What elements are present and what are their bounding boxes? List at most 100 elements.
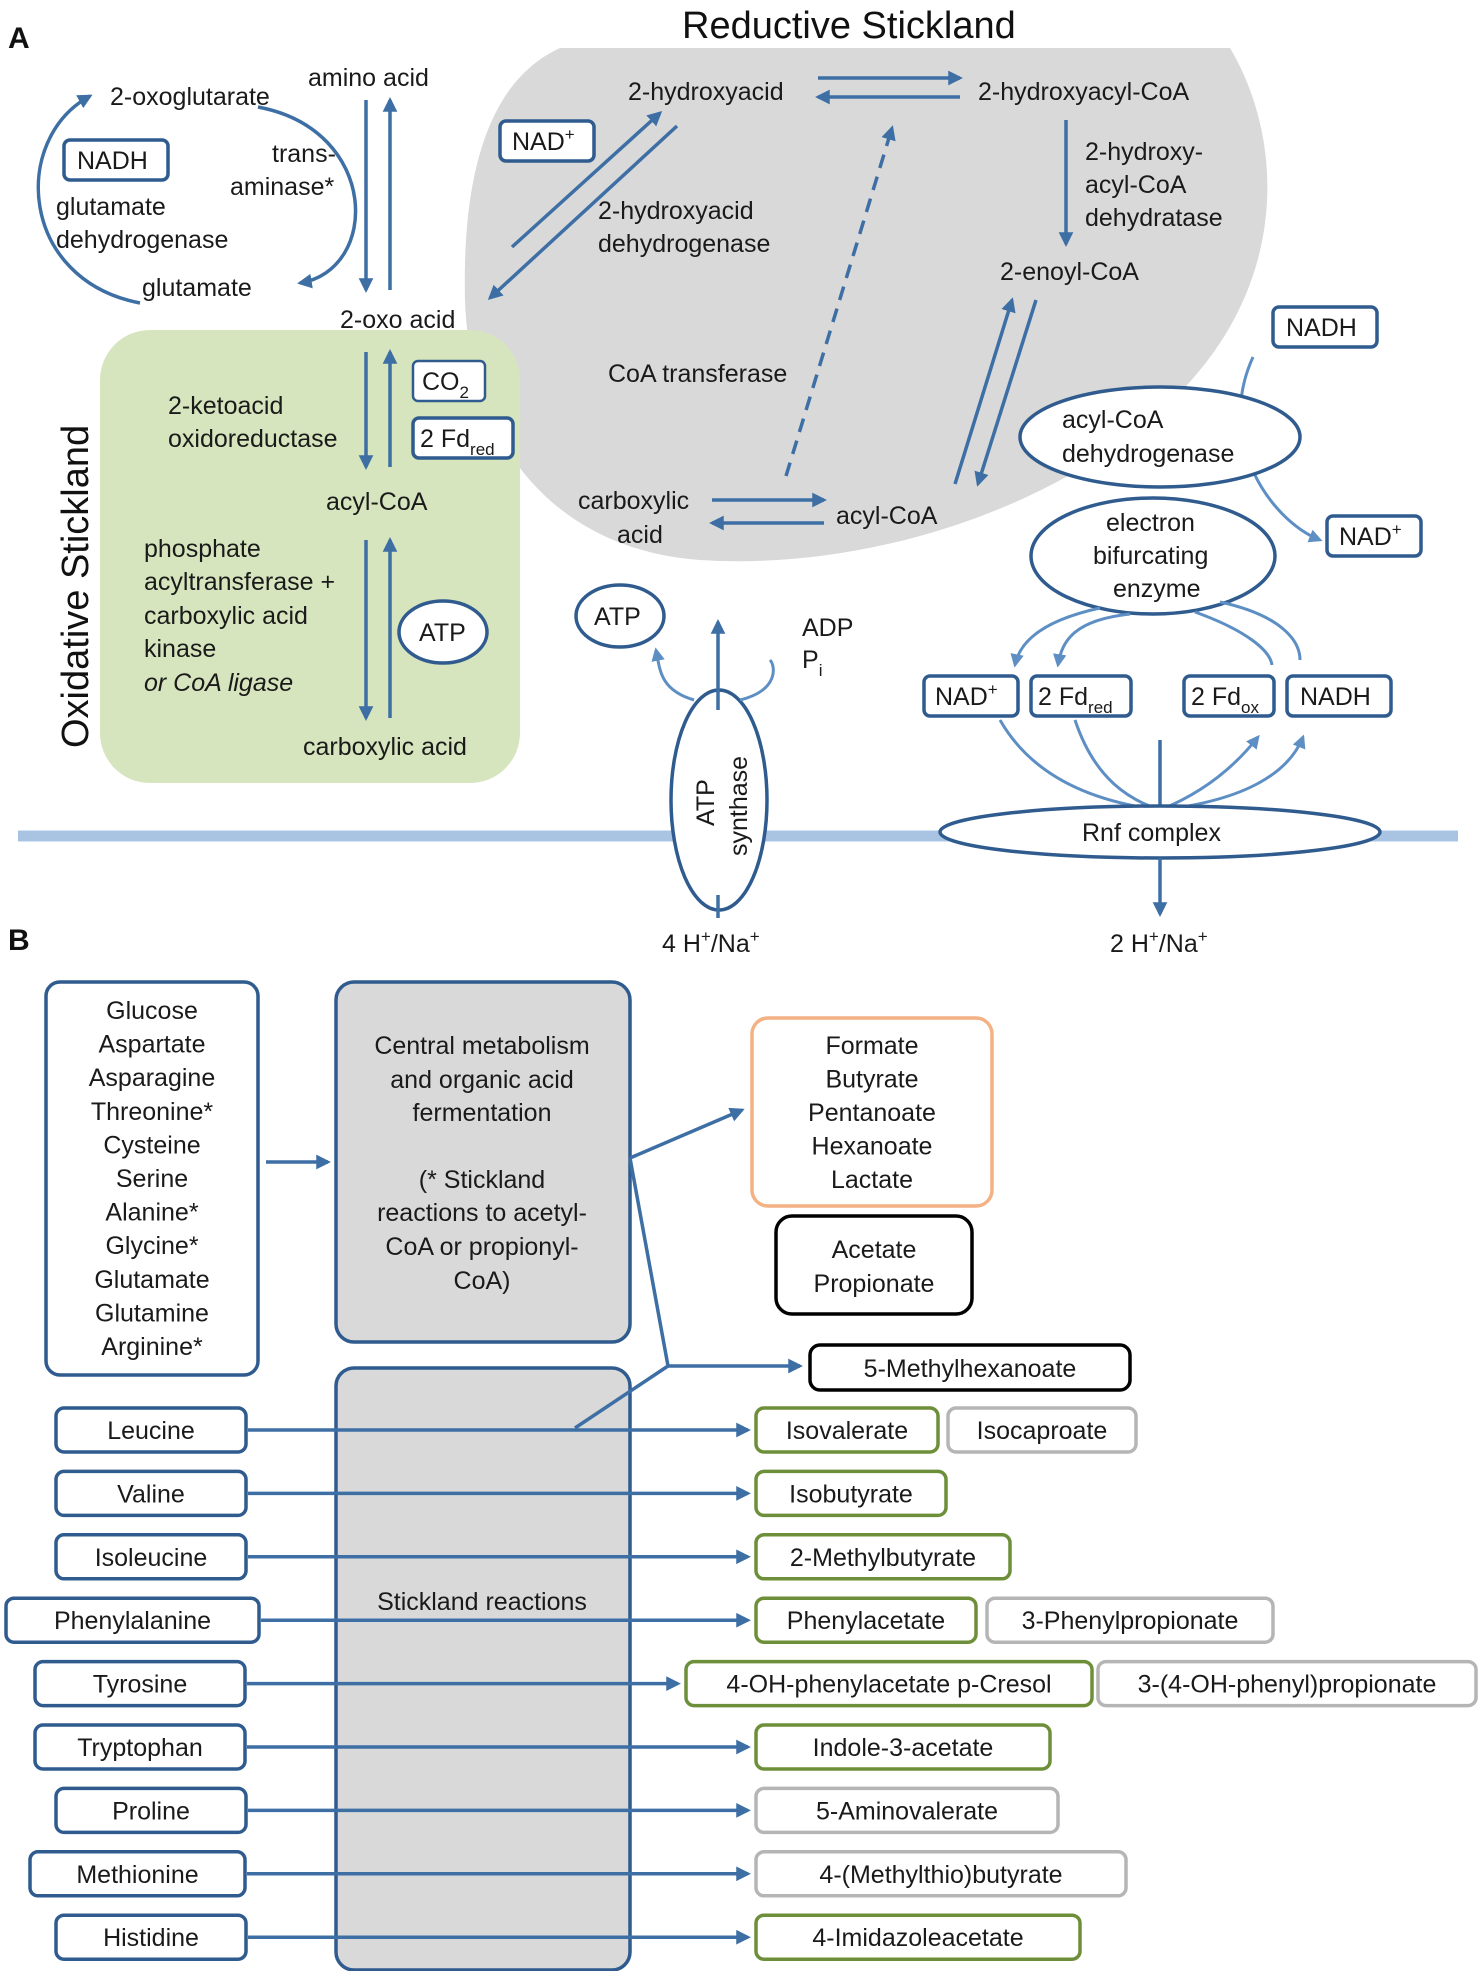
two-oxoglutarate-label: 2-oxoglutarate xyxy=(110,83,270,111)
arrow-leucine-to-methylhexanoate xyxy=(574,1364,669,1430)
pta-label-3: carboxylic acid xyxy=(144,602,308,630)
atp-synthase-label-2: synthase xyxy=(725,756,753,856)
substrate-item: Glycine* xyxy=(105,1232,198,1260)
arrow-acylcoa-to-enoylcoa xyxy=(953,297,1016,485)
amino-acid-box xyxy=(54,1469,248,1518)
central-label-6: CoA or propionyl- xyxy=(385,1233,578,1261)
dehydratase-label-3: dehydratase xyxy=(1085,204,1223,232)
nadh-box-bottom xyxy=(1285,674,1393,718)
pta-label-1: phosphate xyxy=(144,535,261,563)
gray-product-label: 4-(Methylthio)butyrate xyxy=(819,1861,1062,1889)
atp-oxidative xyxy=(397,599,489,665)
amino-acid-label: Tryptophan xyxy=(77,1734,203,1762)
amino-acid-label: Histidine xyxy=(103,1924,199,1952)
amino-acid-label: Valine xyxy=(117,1480,185,1508)
green-product-label: Isobutyrate xyxy=(789,1480,913,1508)
gray-product-box xyxy=(985,1596,1275,1644)
arrow-ebe-to-fdred xyxy=(1053,612,1131,668)
central-label-2: and organic acid xyxy=(390,1066,573,1094)
arrow-coa-transferase xyxy=(784,125,896,477)
arrow-oxoacid-to-hydroxyacid xyxy=(510,111,663,249)
adp-label: ADP xyxy=(802,614,853,642)
ketoacid-or-label-1: 2-ketoacid xyxy=(168,392,283,420)
nadh-bottom-label: NADH xyxy=(1300,683,1371,711)
substrate-item: Asparagine xyxy=(89,1064,215,1092)
arrow-fdred-to-rnf xyxy=(1073,719,1161,812)
amino-acid-box xyxy=(28,1850,247,1898)
gray-product-box xyxy=(754,1786,1060,1835)
nad-box-right xyxy=(1325,514,1423,558)
green-product-label: 2-Methylbutyrate xyxy=(790,1544,976,1572)
oxidative-stickland-title: Oxidative Stickland xyxy=(55,425,97,748)
green-product-label: 4-OH-phenylacetate p-Cresol xyxy=(726,1671,1051,1699)
substrate-item: Glutamate xyxy=(94,1266,209,1294)
hydroxyacyl-coa-label: 2-hydroxyacyl-CoA xyxy=(978,78,1190,106)
substrate-item: Arginine* xyxy=(101,1333,203,1361)
amino-acid-label: Phenylalanine xyxy=(54,1607,211,1635)
acyl-coa-dh-enzyme xyxy=(1018,385,1302,489)
co2-label: CO2 xyxy=(422,368,469,402)
orange-product-item: Pentanoate xyxy=(808,1099,936,1127)
amino-acid-row: Tryptophan Indole-3-acetate xyxy=(33,1723,1052,1771)
nad-right-label: NAD+ xyxy=(1339,520,1402,551)
ebe-label-2: bifurcating xyxy=(1093,542,1208,570)
amino-acid-label: amino acid xyxy=(308,64,429,92)
amino-acid-row: Valine Isobutyrate xyxy=(54,1469,948,1518)
acyl-coa-reductive-label: acyl-CoA xyxy=(836,502,938,530)
panel-a-letter: A xyxy=(8,22,30,55)
dehydratase-label-1: 2-hydroxy- xyxy=(1085,138,1203,166)
amino-acid-label: Methionine xyxy=(76,1861,198,1889)
pi-label: Pi xyxy=(802,646,822,680)
arrow-fdox-to-ebe xyxy=(1194,610,1274,666)
substrate-item: Glutamine xyxy=(95,1299,209,1327)
panel-b-letter: B xyxy=(8,924,30,957)
gray-product-box xyxy=(754,1850,1128,1898)
carboxylic-acid-oxidative-label: carboxylic acid xyxy=(303,733,467,761)
green-product-label: Phenylacetate xyxy=(787,1607,945,1635)
substrate-item: Alanine* xyxy=(105,1199,198,1227)
two-oxo-acid-label: 2-oxo acid xyxy=(340,306,455,334)
nad-box-top xyxy=(498,119,596,163)
glutamate-dh-label-1: glutamate xyxy=(56,193,166,221)
pta-label-4: kinase xyxy=(144,635,216,663)
black-products-box xyxy=(774,1214,974,1316)
amino-acid-box xyxy=(54,1406,248,1454)
acyl-coa-dh-label-2: dehydrogenase xyxy=(1062,440,1234,468)
central-label-5: reactions to acetyl- xyxy=(377,1199,587,1227)
gray-product-label: 3-Phenylpropionate xyxy=(1022,1607,1239,1635)
amino-acid-box xyxy=(54,1786,248,1835)
amino-acid-label: Isoleucine xyxy=(95,1544,208,1572)
rnf-label: Rnf complex xyxy=(1082,819,1221,847)
nadh-box-cycle xyxy=(62,138,170,182)
acyl-coa-oxidative-label: acyl-CoA xyxy=(326,488,428,516)
substrate-list: GlucoseAspartateAsparagineThreonine*Cyst… xyxy=(89,997,215,1361)
amino-acid-box xyxy=(4,1596,261,1644)
pta-label-5: or CoA ligase xyxy=(144,669,293,697)
amino-acid-label: Tyrosine xyxy=(93,1671,187,1699)
arrow-adp-to-atp xyxy=(656,650,775,702)
co2-box xyxy=(411,359,487,403)
green-product-label: Indole-3-acetate xyxy=(813,1734,994,1762)
gray-product-box xyxy=(946,1406,1138,1454)
green-product-label: 4-Imidazoleacetate xyxy=(812,1924,1023,1952)
green-product-box xyxy=(754,1596,978,1644)
arrow-hydroxyacid-to-oxoacid xyxy=(487,124,679,300)
fd-red-box-bottom xyxy=(1029,674,1133,718)
atp-reductive-label: ATP xyxy=(594,603,641,631)
methylhexanoate-label: 5-Methylhexanoate xyxy=(864,1355,1077,1383)
proton-out-label: 2 H+/Na+ xyxy=(1110,927,1208,958)
arrow-enoylcoa-to-acylcoa xyxy=(974,299,1038,487)
transaminase-arc xyxy=(257,105,358,289)
stickland-reactions-label: Stickland reactions xyxy=(377,1588,587,1616)
carboxylic-acid-reductive-label-2: acid xyxy=(617,521,663,549)
arrow-ebe-to-nad xyxy=(1010,606,1101,668)
amino-acid-box xyxy=(33,1723,247,1771)
substrate-item: Cysteine xyxy=(103,1131,200,1159)
amino-acid-row: Phenylalanine Phenylacetate 3-Phenylpropio… xyxy=(4,1596,1275,1644)
black-product-item: Acetate xyxy=(832,1236,917,1264)
substrate-item: Glucose xyxy=(106,997,198,1025)
green-product-box xyxy=(754,1406,940,1454)
glutamate-label: glutamate xyxy=(142,274,252,302)
